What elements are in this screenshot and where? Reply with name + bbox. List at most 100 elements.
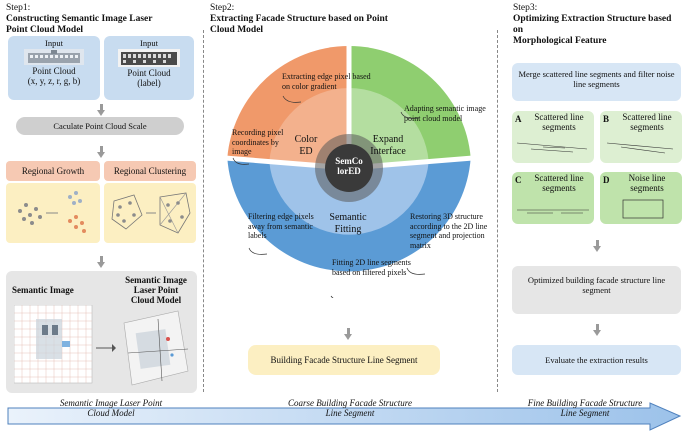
semcolored-wheel — [224, 44, 474, 272]
building-facade-result: Building Facade Structure Line Segment — [248, 345, 440, 375]
panel-b-letter: B — [603, 114, 610, 124]
arrow-down-icon — [97, 104, 105, 116]
divider-1 — [203, 30, 204, 392]
arrow-down-icon — [97, 256, 105, 268]
color-ed-label: Color ED — [286, 134, 326, 158]
color-ed-1: Color — [294, 134, 318, 145]
input-point-cloud-label: Input Point Cloud (label) — [104, 36, 194, 100]
step1-title: Step1: Constructing Semantic Image Laser… — [6, 3, 201, 36]
center-line-1: SemCo — [335, 156, 363, 166]
step1-heading-1: Constructing Semantic Image Laser — [6, 14, 153, 24]
model-title-3: Cloud Model — [130, 295, 182, 305]
step3-title: Step3: Optimizing Extraction Structure b… — [513, 3, 683, 47]
panel-d-text: Noise line segments — [628, 173, 666, 193]
optimized-label: Optimized building facade structure line… — [527, 275, 666, 295]
annotation-record-pixel: Recording pixel coordinates by image — [232, 128, 284, 156]
semantic-model-box: Semantic Image Semantic Image Laser Poin… — [6, 271, 197, 393]
panel-a-letter: A — [515, 114, 522, 124]
evaluate-label: Evaluate the extraction results — [545, 355, 648, 365]
expand-2: Interface — [370, 146, 406, 157]
input-sub: (x, y, z, r, g, b) — [27, 76, 81, 86]
building-facade-label: Building Facade Structure Line Segment — [270, 355, 418, 365]
expand-interface-label: Expand Interface — [356, 134, 420, 158]
caption-step1: Semantic Image Laser Point Cloud Model — [16, 398, 206, 418]
calculate-scale-label: Caculate Point Cloud Scale — [53, 121, 147, 131]
fitting-2: Fitting — [334, 224, 362, 235]
input-sub: (label) — [137, 78, 161, 88]
annotation-fit-2d: Fitting 2D line segments based on filter… — [332, 258, 411, 277]
regional-growth-box: Regional Growth — [6, 161, 100, 181]
scattered-lines-icon — [517, 209, 589, 214]
projection-arrow-icon — [96, 344, 116, 352]
regional-clustering-box: Regional Clustering — [104, 161, 196, 181]
growth-illustration — [6, 183, 100, 243]
semantic-image-label: Semantic Image — [12, 285, 74, 295]
scattered-lines-icon — [606, 142, 674, 154]
step2-title: Step2: Extracting Facade Structure based… — [210, 3, 495, 36]
arrow-down-icon — [344, 328, 352, 340]
center-core — [325, 144, 373, 192]
evaluate-box: Evaluate the extraction results — [512, 345, 681, 375]
input-header: Input — [45, 38, 63, 48]
step3-heading-1: Optimizing Extraction Structure based on — [513, 14, 672, 35]
model-title-1: Semantic Image — [125, 275, 187, 285]
panel-c: C Scattered line segments — [512, 172, 594, 224]
caption-step1-line1: Semantic Image Laser Point — [59, 398, 163, 408]
step1-label: Step1: — [6, 3, 31, 13]
center-line-2: lorED — [337, 166, 361, 176]
progress-arrow — [7, 402, 682, 431]
panel-d-letter: D — [603, 175, 610, 185]
fitting-1: Semantic — [329, 212, 367, 223]
step3-heading-2: Morphological Feature — [513, 36, 607, 46]
input-label: Point Cloud — [127, 68, 171, 78]
caption-step3: Fine Building Facade Structure Line Segm… — [500, 398, 670, 418]
caption-step3-line2: Line Segment — [560, 408, 610, 418]
scattered-lines-icon — [516, 142, 588, 153]
arrow-down-icon — [97, 146, 105, 158]
point-cloud-model-icon — [123, 310, 189, 386]
caption-step2-line2: Line Segment — [325, 408, 375, 418]
divider-2 — [497, 30, 498, 392]
building-label-icon — [118, 49, 180, 67]
caption-step1-line2: Cloud Model — [87, 408, 135, 418]
annotation-adapt-model: Adapting semantic image point cloud mode… — [404, 104, 486, 123]
regional-growth-label: Regional Growth — [21, 166, 85, 176]
panel-c-text: Scattered line segments — [534, 173, 584, 193]
point-cluster-icon — [18, 191, 86, 233]
semantic-image-grid-icon — [14, 305, 93, 384]
panel-c-letter: C — [515, 175, 522, 185]
color-ed-2: ED — [299, 146, 313, 157]
model-title: Semantic Image Laser Point Cloud Model — [116, 275, 196, 305]
expand-1: Expand — [372, 134, 404, 145]
clustering-illustration — [104, 183, 196, 243]
caption-step2: Coarse Building Facade Structure Line Se… — [240, 398, 460, 418]
calculate-scale-box: Caculate Point Cloud Scale — [16, 117, 184, 135]
building-photo-icon — [24, 49, 84, 65]
step3-label: Step3: — [513, 3, 538, 13]
step1-heading-2: Point Cloud Model — [6, 25, 84, 35]
panel-b-text: Scattered line segments — [622, 112, 672, 132]
panel-d: D Noise line segments — [600, 172, 682, 224]
step2-heading-1: Extracting Facade Structure based on Poi… — [210, 14, 388, 24]
annotation-filter-pixels: Filtering edge pixels away from semantic… — [248, 212, 314, 240]
annotation-edge-pixel: Extracting edge pixel based on color gra… — [282, 72, 371, 91]
merge-label: Merge scattered line segments and filter… — [518, 69, 675, 89]
step2-heading-2: Cloud Model — [210, 25, 264, 35]
arrow-down-icon — [593, 324, 601, 336]
annotation-underlines — [232, 95, 426, 298]
panel-a-text: Scattered line segments — [534, 112, 584, 132]
annotation-restore-3d: Restoring 3D structure according to the … — [410, 212, 488, 250]
optimized-box: Optimized building facade structure line… — [512, 266, 681, 314]
merge-box: Merge scattered line segments and filter… — [512, 63, 681, 101]
cluster-hull-icon — [111, 192, 191, 234]
panel-b: B Scattered line segments — [600, 111, 682, 163]
semantic-fitting-label: Semantic Fitting — [318, 212, 378, 236]
input-label: Point Cloud — [32, 66, 76, 76]
caption-step3-line1: Fine Building Facade Structure — [527, 398, 643, 408]
input-point-cloud-rgb: Input Point Cloud (x, y, z, r, g, b) — [8, 36, 100, 100]
input-header: Input — [140, 38, 158, 48]
step2-label: Step2: — [210, 3, 235, 13]
model-title-2: Laser Point — [133, 285, 179, 295]
center-label: SemCo lorED — [326, 156, 372, 176]
noise-lines-icon — [622, 199, 664, 219]
